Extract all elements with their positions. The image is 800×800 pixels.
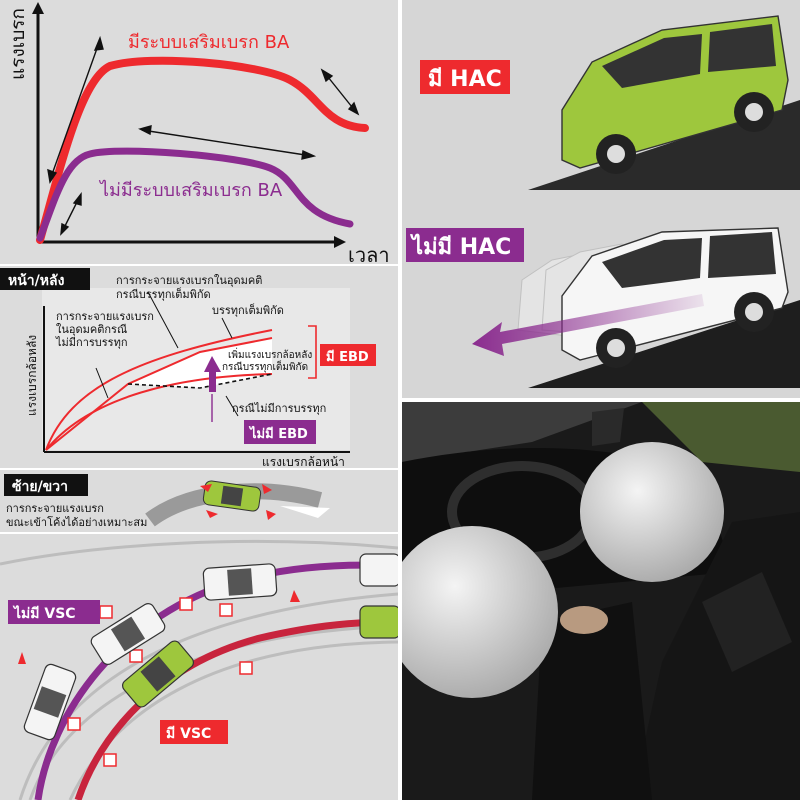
road-edge-1	[0, 539, 398, 566]
road-edge-2	[18, 592, 398, 800]
full-load-label: บรรทุกเต็มพิกัด	[212, 303, 284, 317]
side-window	[642, 402, 800, 472]
left-right-tag-text: ซ้าย/ขวา	[12, 479, 68, 495]
brake-assist-panel: มีระบบเสริมเบรก BA ไม่มีระบบเสริมเบรก BA…	[0, 0, 398, 264]
car-lime-1	[121, 640, 195, 708]
leader-empty	[95, 367, 109, 399]
car-lime-side	[561, 15, 789, 174]
knee-airbag	[560, 606, 608, 634]
ebd-full-load-line	[45, 337, 273, 451]
with-vsc-text: มี VSC	[166, 726, 211, 742]
hac-diagram: มี HAC ไม่มี HAC	[406, 15, 800, 388]
car-white-3	[23, 663, 77, 741]
ebd-panel: หน้า/หลัง การกระจายแรงเบรกในอุดมคติ กรณี…	[0, 266, 398, 468]
front-rear-tag	[0, 268, 90, 290]
hac-panel: มี HAC ไม่มี HAC	[402, 0, 800, 398]
ebd-diagram: หน้า/หลัง การกระจายแรงเบรกในอุดมคติ กรณี…	[0, 268, 376, 468]
rear-brake-axis-label: แรงเบรกล้อหลัง	[25, 335, 39, 416]
left-right-panel: ซ้าย/ขวา การกระจายแรงเบรก ขณะเข้าโค้งได้…	[0, 470, 398, 532]
curve-direction-arrow	[280, 506, 330, 518]
windshield	[402, 402, 642, 462]
without-ebd-badge	[244, 420, 316, 444]
ideal-full-load-curve	[45, 329, 273, 451]
car-white-2	[90, 603, 166, 665]
ideal-full-label-1: การกระจายแรงเบรกในอุดมคติ	[116, 274, 262, 287]
car-white-side	[561, 227, 789, 368]
top-view-car	[202, 480, 262, 512]
with-ba-curve	[36, 56, 369, 244]
vsc-panel: ไม่มี VSC มี VSC	[0, 534, 398, 800]
left-right-desc-2: ขณะเข้าโค้งได้อย่างเหมาะสม	[6, 515, 147, 529]
time-axis-label: เวลา	[348, 243, 390, 264]
ideal-empty-label-1: การกระจายแรงเบรก	[56, 310, 154, 323]
airbag-panel	[402, 402, 800, 800]
y-axis-arrow	[32, 2, 44, 14]
with-hac-badge	[420, 60, 510, 94]
ideal-empty-label-3: ไม่มีการบรรทุก	[55, 336, 128, 349]
ideal-empty-label-2: ในอุดมคติกรณี	[56, 323, 127, 336]
left-right-desc-1: การกระจายแรงเบรก	[6, 502, 104, 515]
without-hac-badge	[406, 228, 524, 262]
with-ebd-text: มี EBD	[326, 349, 369, 365]
boost-arrow-shaft	[209, 370, 216, 392]
without-ba-label: ไม่มีระบบเสริมเบรก BA	[98, 179, 283, 201]
vsc-diagram: ไม่มี VSC มี VSC	[0, 539, 398, 800]
car-white-4	[359, 553, 398, 587]
leader-no-load	[225, 395, 239, 417]
seat-pattern	[702, 572, 792, 672]
boost-arrow-head	[204, 356, 221, 372]
brake-force-axis-label: แรงเบรก	[7, 8, 29, 80]
with-ebd-badge	[320, 344, 376, 366]
with-vsc-trajectory	[74, 618, 398, 800]
without-vsc-badge	[8, 600, 100, 624]
without-ebd-text: ไม่มี EBD	[248, 425, 308, 442]
side-mirror	[592, 408, 624, 446]
ideal-no-load-curve	[45, 373, 273, 451]
wheel-force-arrows	[200, 484, 276, 520]
left-right-diagram: ซ้าย/ขวา การกระจายแรงเบรก ขณะเข้าโค้งได้…	[4, 474, 330, 529]
center-console	[532, 602, 652, 800]
rollback-arrow	[472, 294, 704, 356]
front-rear-tag-text: หน้า/หลัง	[8, 273, 65, 289]
no-load-label: กรณีไม่มีการบรรทุก	[232, 402, 326, 415]
cones	[18, 590, 300, 767]
no-ebd-dashed-line	[127, 373, 273, 389]
double-arrows	[47, 35, 360, 236]
airbag-illustration	[402, 402, 800, 800]
without-hac-text: ไม่มี HAC	[410, 233, 511, 260]
with-vsc-badge	[160, 720, 228, 744]
passenger-airbag	[580, 442, 724, 582]
without-ba-curve	[36, 147, 354, 242]
with-ba-label: มีระบบเสริมเบรก BA	[128, 32, 290, 53]
car-white-1	[202, 563, 278, 601]
without-vsc-text: ไม่มี VSC	[12, 604, 76, 622]
brake-assist-diagram: มีระบบเสริมเบรก BA ไม่มีระบบเสริมเบรก BA…	[7, 2, 390, 264]
driver-airbag	[402, 526, 558, 698]
ebd-bracket	[308, 325, 317, 379]
slope-bottom	[528, 300, 800, 388]
with-hac-text: มี HAC	[428, 67, 502, 92]
leader-full-load	[221, 317, 233, 339]
without-vsc-trajectory	[34, 561, 398, 800]
boost-label-2: กรณีบรรทุกเต็มพิกัด	[222, 359, 308, 373]
x-axis-arrow	[334, 236, 346, 248]
car-lime-2	[359, 605, 398, 639]
boost-label-1: เพิ่มแรงเบรกล้อหลัง	[228, 347, 312, 361]
ideal-full-label-2: กรณีบรรทุกเต็มพิกัด	[116, 287, 211, 301]
leader-full	[147, 291, 179, 349]
front-brake-axis-label: แรงเบรกล้อหน้า	[262, 455, 345, 468]
left-right-tag	[4, 474, 88, 496]
